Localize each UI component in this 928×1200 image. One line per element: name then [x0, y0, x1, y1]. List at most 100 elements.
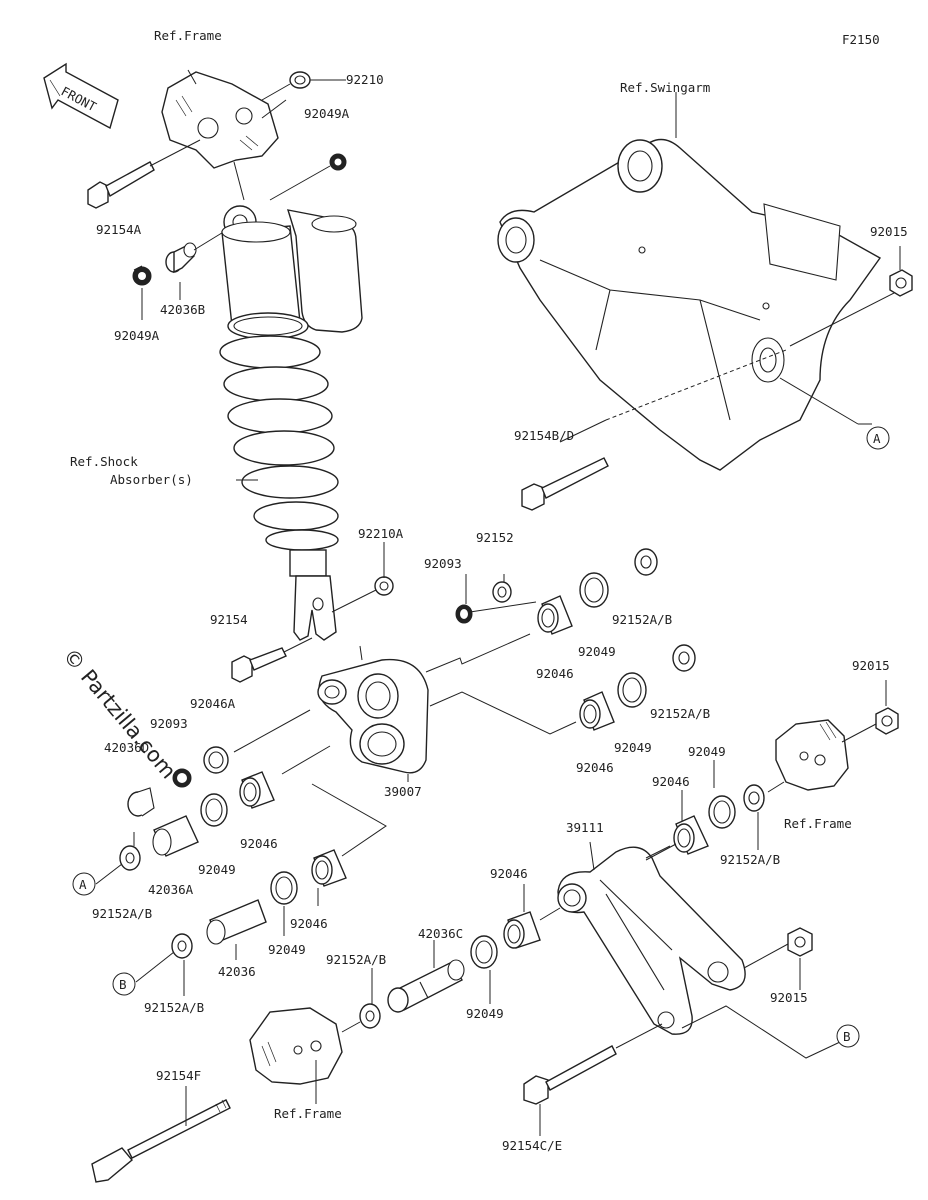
nut-92210A — [374, 576, 394, 596]
label-92154F: 92154F — [156, 1068, 201, 1083]
label-92152AB-r3: 92152A/B — [720, 852, 780, 867]
washer-92152AB-mid — [359, 1003, 381, 1029]
label-92015-bottom: 92015 — [770, 990, 808, 1005]
ref-shock-label-2: Absorber(s) — [110, 472, 193, 487]
collar-42036B — [165, 242, 197, 274]
label-42036D: 42036D — [104, 740, 149, 755]
label-92046-r3: 92046 — [652, 774, 690, 789]
bolt-92154A — [87, 161, 155, 209]
label-92046A: 92046A — [190, 696, 236, 711]
label-92046-l2: 92046 — [290, 916, 328, 931]
nut-92015-right — [875, 707, 899, 735]
ref-frame-bottom-label: Ref.Frame — [274, 1106, 342, 1121]
label-42036B: 42036B — [160, 302, 205, 317]
washer-92093-left — [172, 768, 192, 788]
washer-92152AB-r3 — [743, 784, 765, 812]
label-92093-left: 92093 — [150, 716, 188, 731]
label-92046-l1: 92046 — [240, 836, 278, 851]
washer-92152AB-r1 — [634, 548, 658, 576]
label-92049-mid: 92049 — [466, 1006, 504, 1021]
bearing-92046-r1 — [537, 595, 573, 635]
label-92049-l1: 92049 — [198, 862, 236, 877]
label-39007: 39007 — [384, 784, 422, 799]
label-92049-r2: 92049 — [614, 740, 652, 755]
label-92046-r2: 92046 — [576, 760, 614, 775]
washer-92152AB-r2 — [672, 644, 696, 672]
seal-92049-r2 — [617, 672, 647, 708]
label-92049-r3: 92049 — [688, 744, 726, 759]
svg-text:B: B — [119, 977, 127, 992]
svg-text:A: A — [79, 877, 87, 892]
washer-92093-top — [455, 604, 473, 624]
callout-B-right: B — [836, 1024, 860, 1048]
washer-92152AB-l2 — [171, 933, 193, 959]
tie-rod-39111 — [557, 846, 746, 1035]
callout-A-left: A — [72, 872, 96, 896]
seal-92049-l1 — [200, 793, 228, 827]
collar-42036D — [127, 787, 155, 817]
ref-frame-right-label: Ref.Frame — [784, 816, 852, 831]
washer-92152AB-l1 — [119, 845, 141, 871]
nut-92015-top — [889, 269, 913, 297]
washer-92152-top — [492, 581, 512, 603]
label-92046-mid: 92046 — [490, 866, 528, 881]
bearing-92046-mid — [503, 911, 541, 949]
collar-42036C — [387, 959, 465, 1013]
svg-text:B: B — [843, 1029, 851, 1044]
frame-bracket-right — [775, 719, 849, 791]
label-92152AB-l1: 92152A/B — [92, 906, 152, 921]
label-92152AB-mid: 92152A/B — [326, 952, 386, 967]
label-92210A: 92210A — [358, 526, 404, 541]
callout-A-top: A — [866, 426, 890, 450]
label-92046-r1: 92046 — [536, 666, 574, 681]
bearing-92046-r2 — [579, 691, 615, 731]
frame-bracket-bottom — [249, 1007, 343, 1085]
watermark: © Partzilla.com — [58, 644, 181, 784]
seal-92049-r3 — [708, 795, 736, 829]
figure-code: F2150 — [842, 32, 880, 47]
label-92049A-top: 92049A — [304, 106, 350, 121]
label-92049-l2: 92049 — [268, 942, 306, 957]
label-92154B-D: 92154B/D — [514, 428, 574, 443]
label-92015-right: 92015 — [852, 658, 890, 673]
ref-shock-label-1: Ref.Shock — [70, 454, 138, 469]
svg-text:A: A — [873, 431, 881, 446]
label-92093-top: 92093 — [424, 556, 462, 571]
bearing-92046A — [203, 746, 229, 774]
label-92152AB-r2: 92152A/B — [650, 706, 710, 721]
label-92154C-E: 92154C/E — [502, 1138, 562, 1153]
nut-92015-bottom — [787, 927, 813, 957]
label-92210: 92210 — [346, 72, 384, 87]
frame-bracket-top — [161, 71, 279, 169]
bearing-92046-r3 — [673, 815, 709, 855]
collar-42036 — [206, 899, 267, 945]
bearing-92046-l2 — [311, 849, 347, 887]
swingarm — [497, 138, 882, 471]
label-92049-r1: 92049 — [578, 644, 616, 659]
label-92154: 92154 — [210, 612, 248, 627]
washer-92049A-left — [132, 266, 152, 286]
seal-92049-mid — [470, 935, 498, 969]
label-42036: 42036 — [218, 964, 256, 979]
label-92152AB-r1: 92152A/B — [612, 612, 672, 627]
seal-92049-r1 — [579, 572, 609, 608]
label-92154A: 92154A — [96, 222, 142, 237]
nut-92210 — [289, 71, 311, 89]
bolt-92154B-D — [521, 457, 609, 511]
label-42036A: 42036A — [148, 882, 194, 897]
ref-swingarm-label: Ref.Swingarm — [620, 80, 710, 95]
bolt-92154F — [91, 1099, 231, 1183]
bolt-92154C-E — [523, 1045, 617, 1105]
label-92015-top: 92015 — [870, 224, 908, 239]
label-42036C: 42036C — [418, 926, 463, 941]
collar-42036A — [152, 815, 199, 857]
seal-92049-l2 — [270, 871, 298, 905]
label-92152AB-l2: 92152A/B — [144, 1000, 204, 1015]
label-92049A-left: 92049A — [114, 328, 160, 343]
washer-92049A-top — [329, 153, 347, 171]
ref-frame-top-label: Ref.Frame — [154, 28, 222, 43]
front-arrow-icon: FRONT — [43, 62, 119, 130]
label-92152-top: 92152 — [476, 530, 514, 545]
